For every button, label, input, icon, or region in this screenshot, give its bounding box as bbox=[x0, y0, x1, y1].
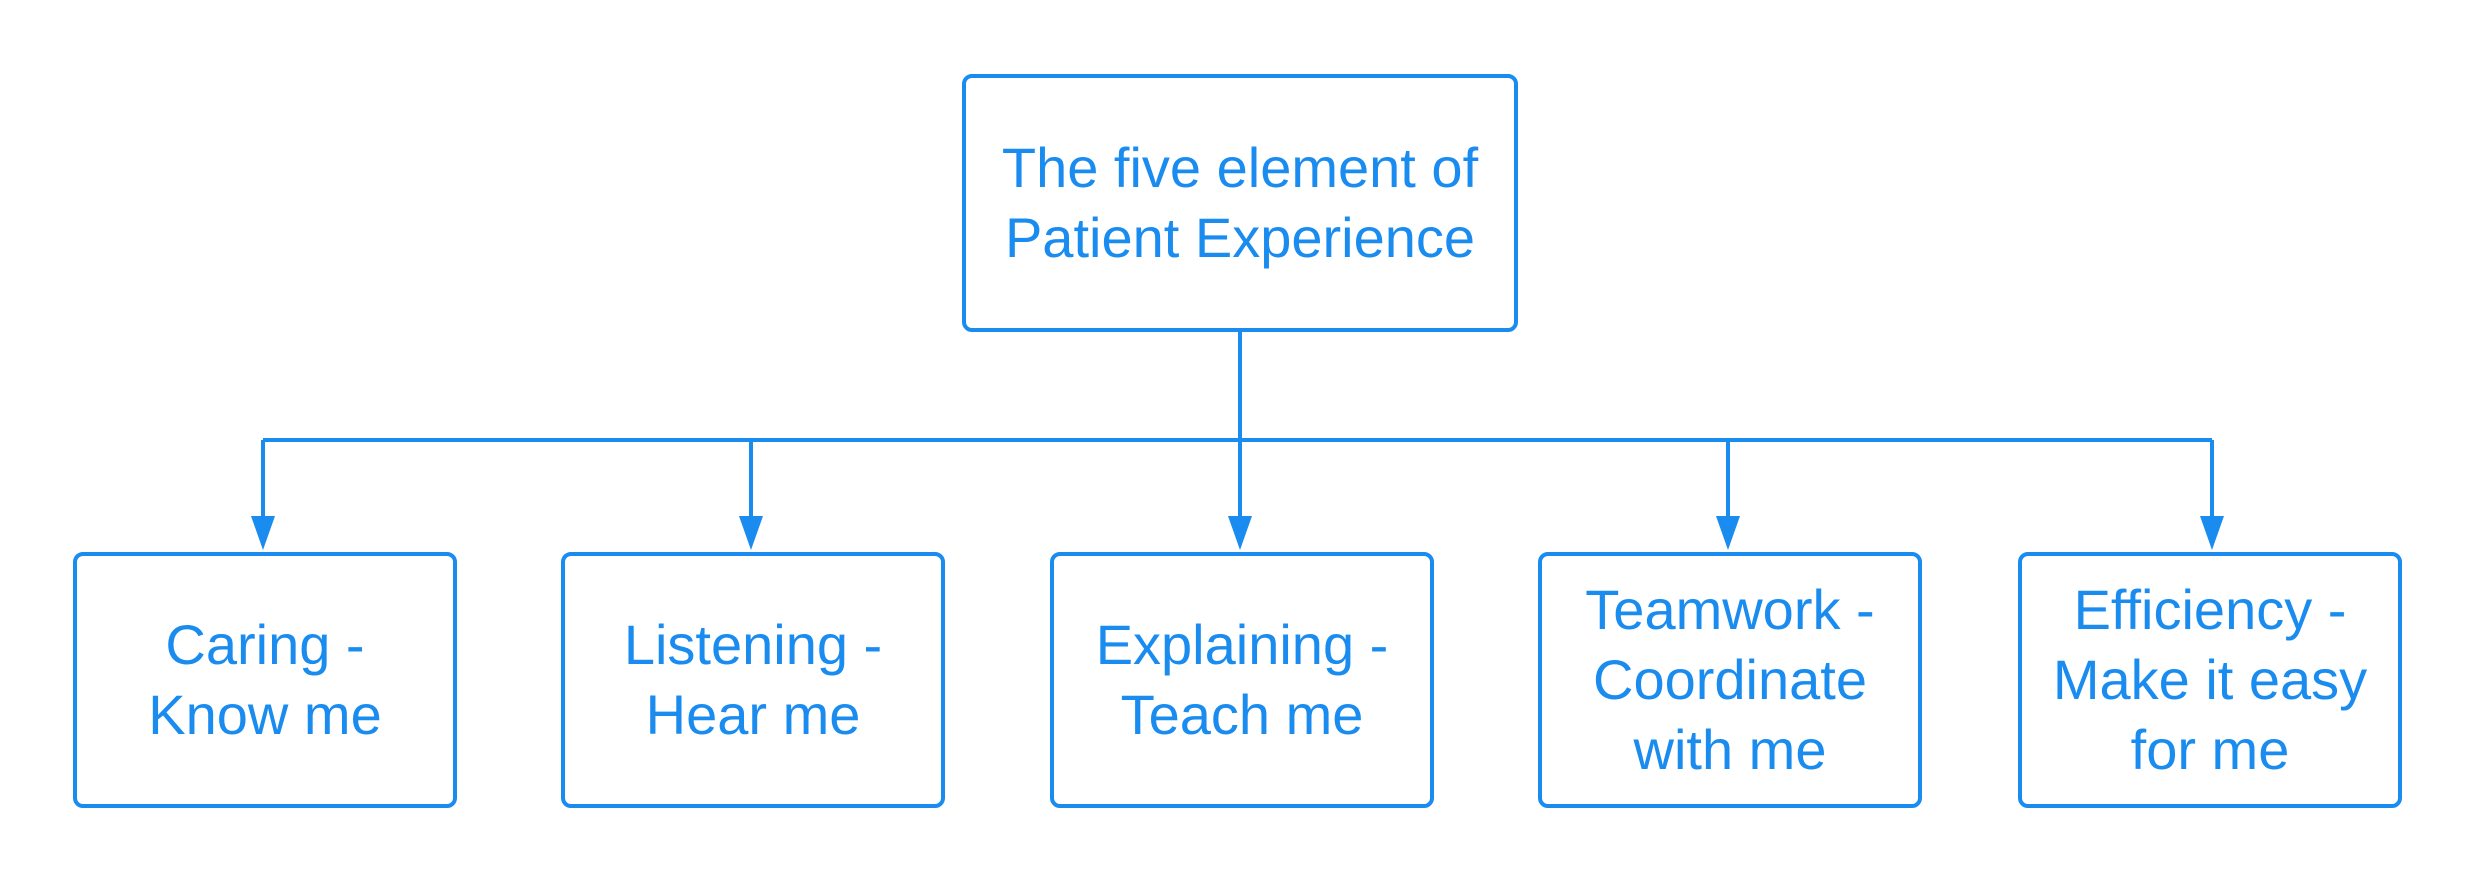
child-node-line: Coordinate bbox=[1593, 648, 1867, 711]
child-node-efficiency: Efficiency - Make it easy for me bbox=[2018, 552, 2402, 808]
arrowhead-caring bbox=[251, 516, 275, 550]
arrowhead-listening bbox=[739, 516, 763, 550]
child-node-line: Know me bbox=[148, 683, 382, 746]
child-node-listening: Listening - Hear me bbox=[561, 552, 945, 808]
child-node-line: Efficiency - bbox=[2073, 578, 2347, 641]
arrowhead-teamwork bbox=[1716, 516, 1740, 550]
child-node-line: Make it easy bbox=[2052, 648, 2368, 711]
child-node-line: Listening - bbox=[623, 613, 883, 676]
root-node-line: The five element of bbox=[1001, 136, 1479, 199]
child-node-line: Hear me bbox=[645, 683, 861, 746]
arrowhead-explaining bbox=[1228, 516, 1252, 550]
child-node-line: for me bbox=[2130, 718, 2290, 781]
child-node-teamwork: Teamwork - Coordinate with me bbox=[1538, 552, 1922, 808]
child-node-line: Explaining - bbox=[1095, 613, 1389, 676]
child-node-caring: Caring - Know me bbox=[73, 552, 457, 808]
child-node-explaining: Explaining - Teach me bbox=[1050, 552, 1434, 808]
root-node-line: Patient Experience bbox=[1004, 206, 1476, 269]
child-node-line: Teamwork - bbox=[1585, 578, 1875, 641]
child-node-line: Caring - bbox=[165, 613, 365, 676]
child-node-line: with me bbox=[1633, 718, 1827, 781]
child-node-line: Teach me bbox=[1120, 683, 1364, 746]
arrowhead-efficiency bbox=[2200, 516, 2224, 550]
root-node-box: The five element of Patient Experience bbox=[962, 74, 1518, 332]
